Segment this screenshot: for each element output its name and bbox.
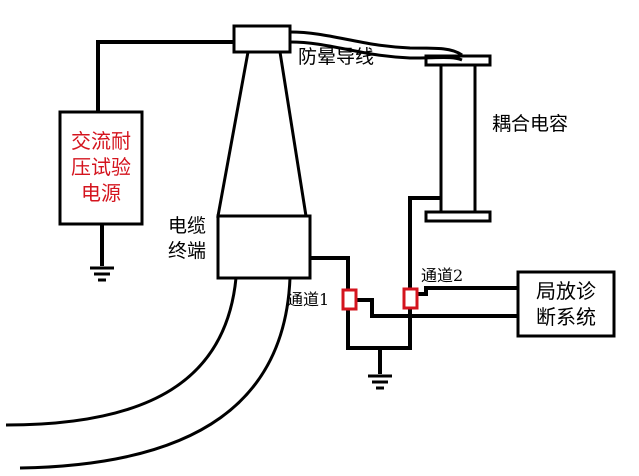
hv-supply-wire <box>96 40 234 112</box>
label-channel-1: 通道1 <box>287 290 330 309</box>
channel-2-sensor-icon <box>402 287 419 310</box>
pd-system-label: 局放诊 断系统 <box>536 279 596 329</box>
pd-system-box <box>516 270 616 338</box>
bushing-top-cap <box>232 24 292 54</box>
cable-outer-curve <box>5 277 238 427</box>
coupling-capacitor-bottom-plate <box>424 210 492 223</box>
label-cable-termination-line2: 终端 <box>168 240 207 262</box>
cable-inner-curve <box>19 277 292 470</box>
ac-source-label: 交流耐 压试验 电源 <box>71 129 131 205</box>
label-cable-termination-line1: 电缆 <box>168 215 207 237</box>
termination-sheath-lead <box>310 256 350 292</box>
label-channel-2: 通道2 <box>421 266 464 285</box>
main-ground-icon <box>368 374 392 390</box>
bushing-cone <box>216 50 308 218</box>
coupling-capacitor-body <box>439 63 477 214</box>
ground-loop <box>346 307 412 350</box>
channel-2-signal-cable <box>418 286 518 296</box>
source-ground-icon <box>90 266 114 282</box>
channel-1-sensor-icon <box>341 288 358 311</box>
label-coupling-capacitor: 耦合电容 <box>492 113 569 135</box>
cable-termination-box <box>216 214 312 280</box>
capacitor-lead <box>408 196 441 290</box>
label-anti-corona-lead: 防晕导线 <box>298 46 375 68</box>
anti-corona-lead <box>289 30 463 57</box>
channel-1-signal-cable <box>356 298 518 318</box>
